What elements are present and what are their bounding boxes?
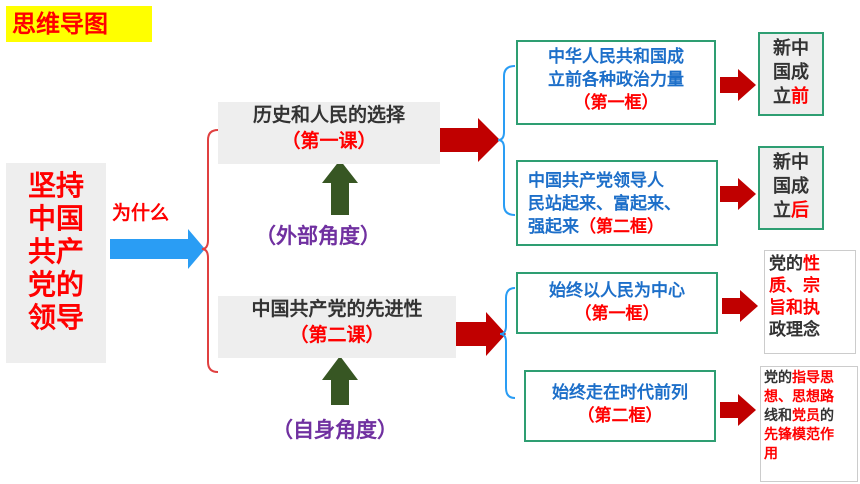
lesson2-angle: （自身角度）	[272, 418, 398, 442]
result-box-4: 党的指导思 想、思想路 线和党员的 先锋模范作 用	[760, 366, 858, 482]
result-4-text: 线和	[764, 408, 792, 424]
frame-box-2-line: 中国共产党领导人	[528, 171, 664, 191]
result-4-highlight: 指导思	[792, 370, 834, 386]
frame-box-3-line: 始终以人民为中心	[549, 281, 685, 301]
red-arrow-box4	[720, 394, 756, 426]
lesson1-angle: （外部角度）	[255, 224, 381, 248]
result-3-highlight: 质、宗	[769, 276, 820, 296]
result-4-text: 的	[820, 408, 834, 424]
page-title: 思维导图	[6, 6, 152, 42]
red-arrow-box1	[720, 69, 756, 101]
result-3-highlight: 旨和执	[769, 298, 820, 318]
bracket-1	[497, 65, 516, 216]
frame-box-1: 中华人民共和国成 立前各种政治力量 （第一框）	[516, 40, 716, 125]
frame-box-2-line: 民站起来、富起来、	[528, 194, 681, 214]
result-box-2: 新中 国成 立后	[758, 146, 824, 230]
result-2-line: 新中	[773, 152, 809, 173]
result-1-line: 国成	[773, 62, 809, 83]
result-4-text: 党的	[764, 370, 792, 386]
result-1-line: 新中	[773, 38, 809, 59]
result-4-highlight: 先锋模范作	[764, 427, 834, 443]
lesson2-tag: （第二课）	[289, 324, 385, 346]
result-2-highlight: 后	[791, 200, 809, 221]
lesson1-box: 历史和人民的选择 （第一课）	[218, 102, 440, 164]
frame-box-2-tag: （第二框）	[579, 217, 664, 237]
result-4-highlight: 想、思想路	[764, 389, 834, 405]
frame-box-4-line: 始终走在时代前列	[552, 383, 688, 403]
red-arrow-lesson2	[455, 312, 506, 356]
main-topic-line: 领导	[27, 301, 84, 334]
result-box-1: 新中 国成 立前	[758, 32, 824, 116]
blue-arrow	[110, 229, 205, 269]
main-topic-box: 坚持 中国 共产 党的 领导	[6, 163, 106, 363]
frame-box-1-tag: （第一框）	[573, 93, 659, 113]
result-box-3: 党的性 质、宗 旨和执 政理念	[764, 250, 856, 354]
frame-box-2: 中国共产党领导人 民站起来、富起来、 强起来（第二框）	[516, 160, 718, 246]
frame-box-1-line: 中华人民共和国成	[548, 47, 684, 67]
why-label: 为什么	[112, 202, 170, 224]
bracket-2	[499, 287, 516, 399]
lesson1-tag: （第一课）	[281, 130, 377, 152]
result-3-text: 政理念	[769, 320, 820, 340]
frame-box-1-line: 立前各种政治力量	[548, 70, 684, 90]
frame-box-3-tag: （第一框）	[574, 304, 660, 324]
frame-box-4: 始终走在时代前列 （第二框）	[524, 370, 716, 442]
frame-box-3: 始终以人民为中心 （第一框）	[516, 272, 718, 334]
green-up-arrow-2	[322, 356, 358, 405]
lesson2-box: 中国共产党的先进性 （第二课）	[218, 296, 456, 358]
result-3-text: 党的	[769, 254, 803, 274]
main-topic-line: 党的	[27, 268, 84, 301]
red-arrow-box3	[722, 290, 758, 322]
left-bracket	[201, 129, 219, 373]
lesson1-name: 历史和人民的选择	[252, 104, 405, 126]
main-topic-line: 中国	[27, 202, 84, 235]
red-arrow-lesson1	[440, 118, 500, 162]
main-topic-line: 坚持	[27, 169, 84, 202]
result-1-highlight: 前	[791, 86, 809, 107]
result-2-line: 立	[773, 200, 791, 221]
green-up-arrow-1	[322, 160, 358, 215]
frame-box-2-line: 强起来	[528, 217, 579, 237]
main-topic-line: 共产	[27, 235, 84, 268]
result-1-line: 立	[773, 86, 791, 107]
result-2-line: 国成	[773, 176, 809, 197]
red-arrow-box2	[720, 178, 756, 210]
result-3-highlight: 性	[803, 254, 820, 274]
lesson2-name: 中国共产党的先进性	[251, 298, 423, 320]
result-4-highlight: 党员	[792, 408, 820, 424]
frame-box-4-tag: （第二框）	[577, 406, 663, 426]
result-4-highlight: 用	[764, 446, 778, 462]
